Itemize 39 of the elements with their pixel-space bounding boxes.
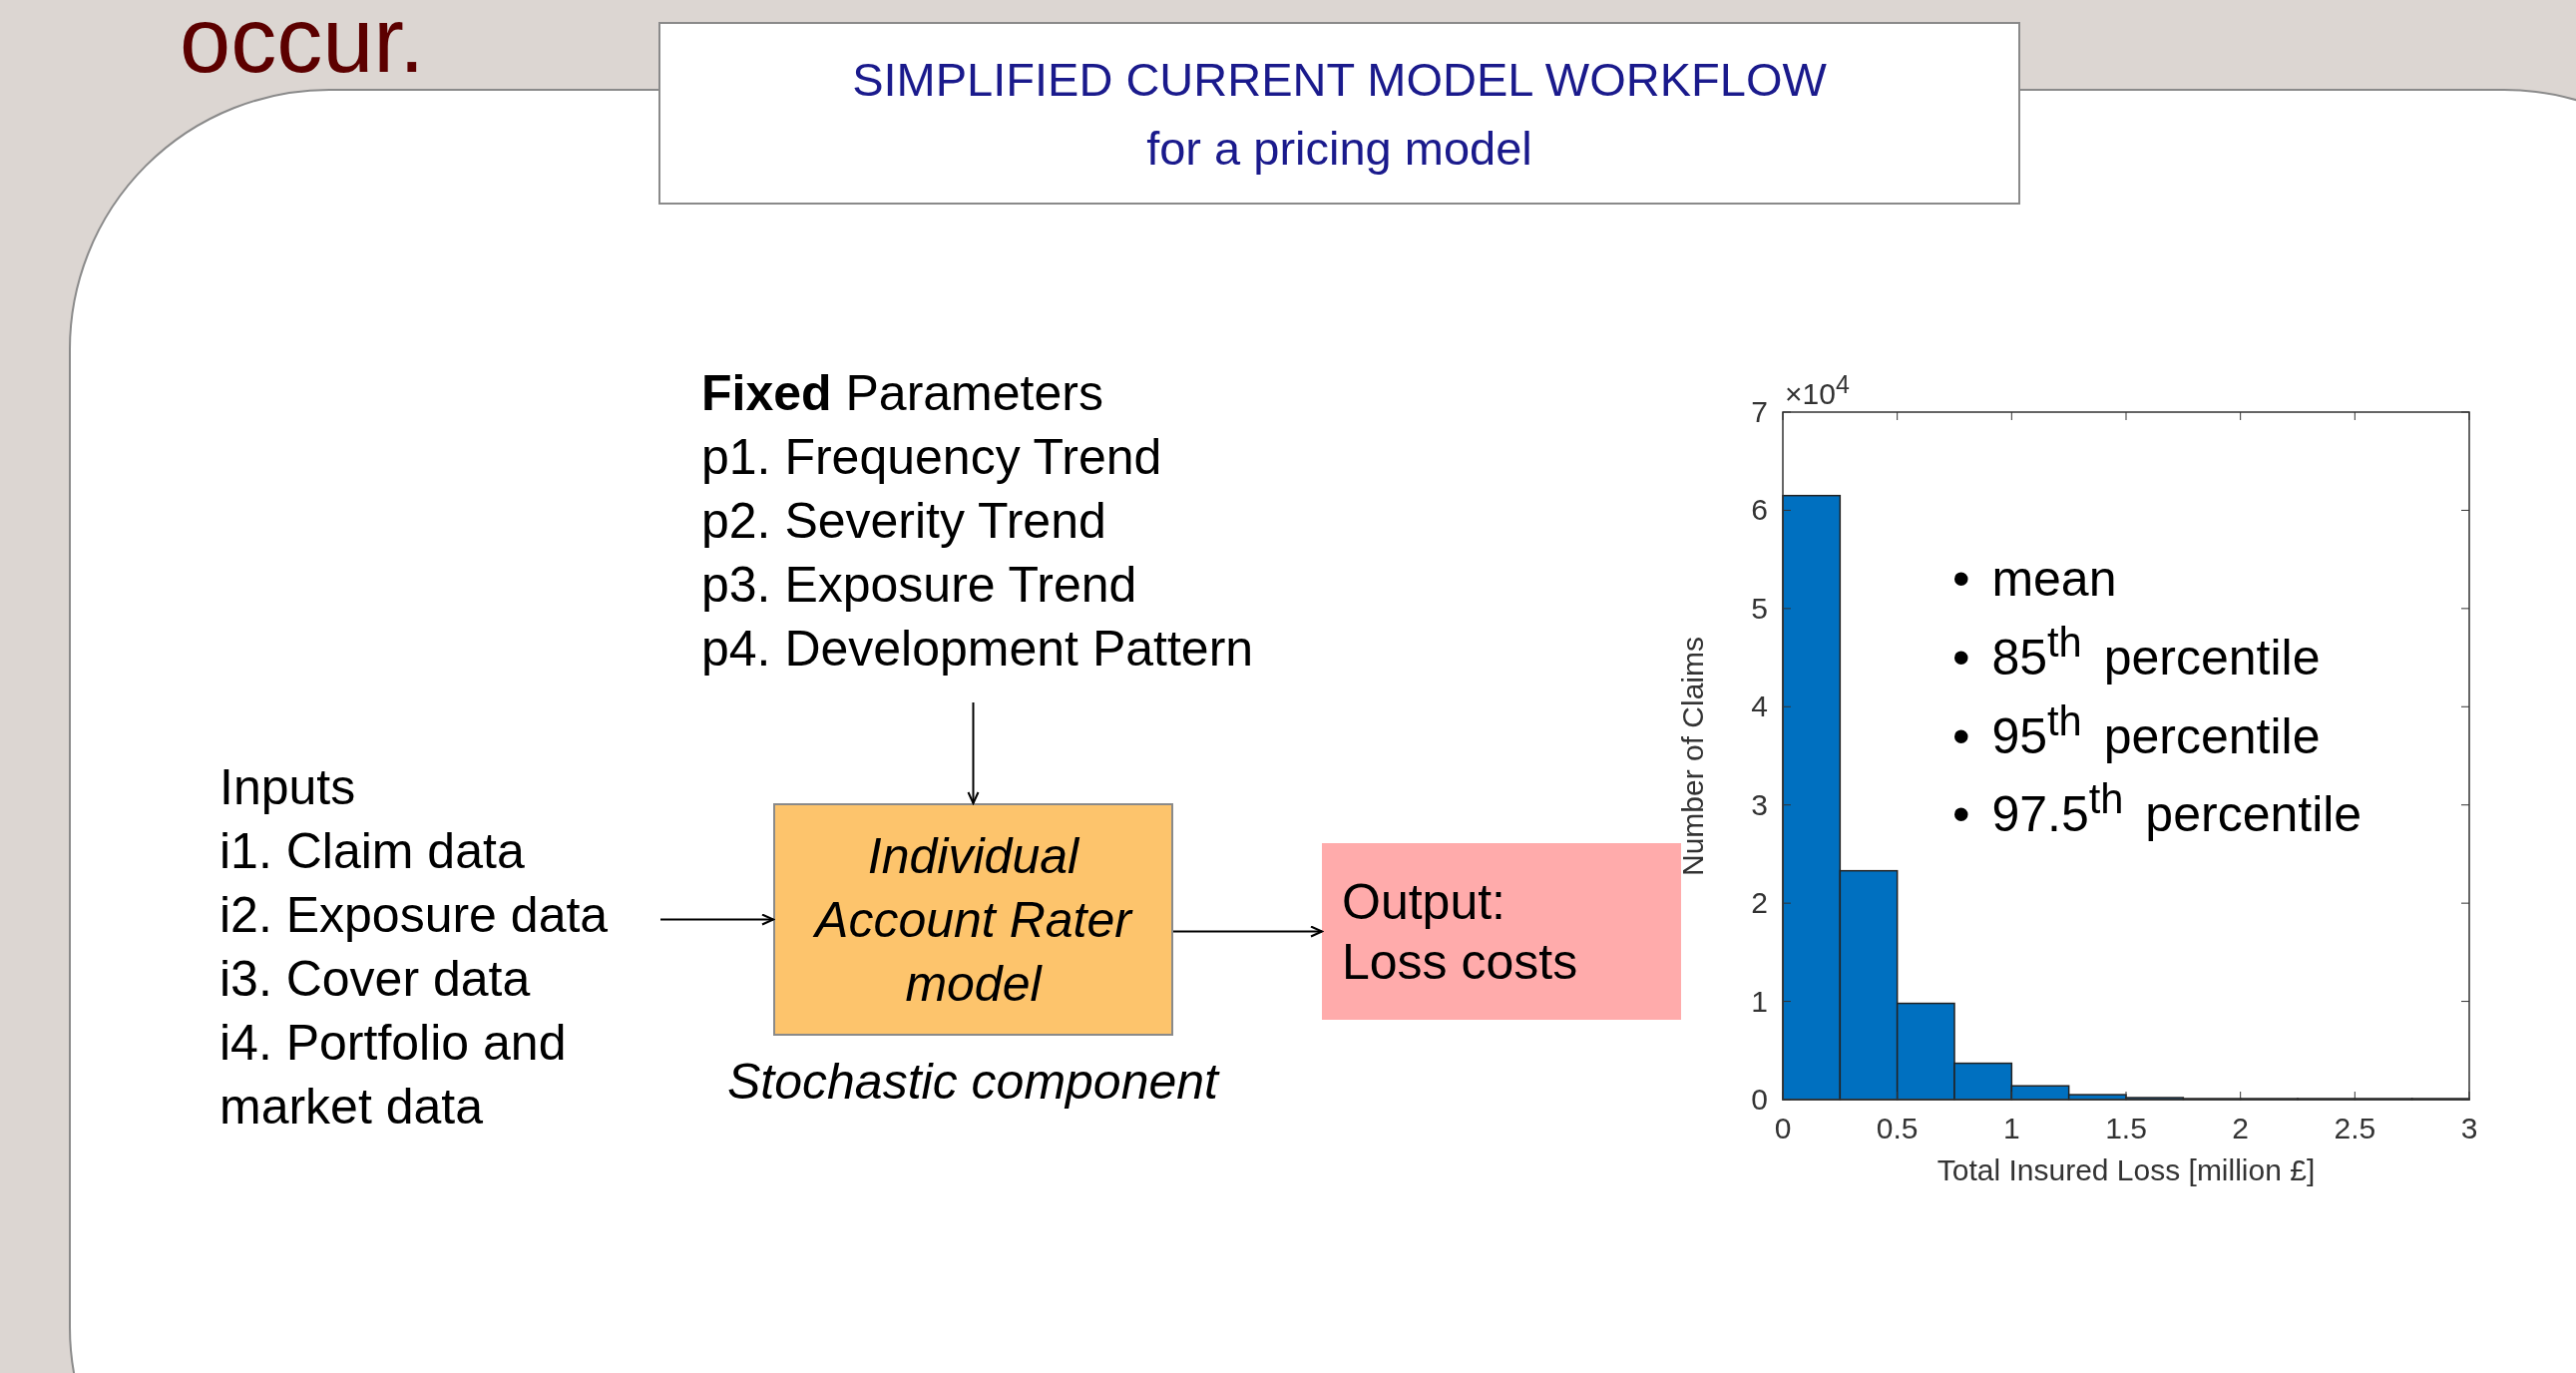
tick-label: 0: [1750, 1085, 1768, 1115]
list-item: • 97.5$^{th}$ percentile: [1952, 774, 2362, 844]
tick-label: 4: [1750, 691, 1768, 722]
list-item: p4. Development Pattern: [701, 620, 1254, 679]
list-item: • 85$^{th}$ percentile: [1952, 618, 2322, 687]
list-item: p2. Severity Trend: [701, 492, 1107, 551]
tick-label: 2: [2231, 1114, 2250, 1144]
axis-title: Total Insured Loss [million £]: [1935, 1155, 2317, 1185]
list-item: i4. Portfolio and market data: [219, 1014, 568, 1137]
tick-label: 2: [1750, 888, 1768, 919]
tick-label: 5: [1750, 593, 1768, 624]
slide-text: occur.: [180, 0, 425, 86]
tick-label: 1: [2002, 1114, 2021, 1144]
list-heading: Inputs: [219, 758, 357, 817]
tick-label: 1: [1750, 986, 1768, 1017]
title-text: SIMPLIFIED CURRENT MODEL WORKFLOW: [851, 52, 1828, 107]
tick-label: 0: [1773, 1114, 1793, 1144]
tick-label: 3: [2459, 1114, 2479, 1144]
list-item: i3. Cover data: [219, 950, 532, 1009]
list-item: p1. Frequency Trend: [701, 428, 1163, 487]
list-item: i2. Exposure data: [219, 886, 610, 945]
list-item: • mean: [1952, 550, 2118, 609]
tick-label: 2.5: [2333, 1114, 2377, 1144]
axis-title: Number of Claims: [1678, 635, 1708, 878]
box-caption: Stochastic component: [726, 1053, 1221, 1111]
output-label: Loss costs: [1342, 932, 1579, 992]
tick-label: 1.5: [2104, 1114, 2148, 1144]
tick-label: 6: [1750, 495, 1768, 526]
tick-label: 0.5: [1875, 1114, 1920, 1144]
list-item: i1. Claim data: [219, 822, 526, 881]
process-label: Individual Account Rater model: [808, 823, 1138, 1016]
output-label: Output:: [1342, 872, 1506, 932]
list-heading: Fixed Parameters: [701, 364, 1104, 423]
tick-label: 7: [1750, 397, 1768, 427]
list-item: p3. Exposure Trend: [701, 556, 1138, 615]
caption-text: for a pricing model: [1145, 121, 1533, 176]
list-item: • 95$^{th}$ percentile: [1952, 695, 2322, 766]
axis-multiplier: ×10$^{4}$: [1785, 372, 1850, 409]
tick-label: 3: [1750, 789, 1768, 820]
